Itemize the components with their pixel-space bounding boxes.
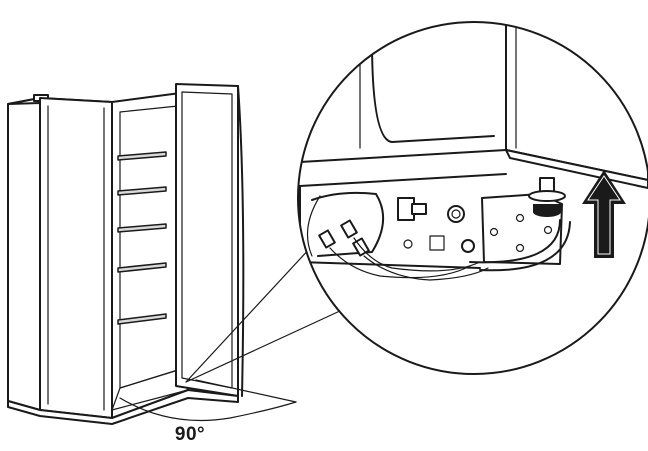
wire-connectors xyxy=(318,219,489,281)
door-swing-arc xyxy=(119,379,297,422)
shelves xyxy=(117,151,167,325)
angle-label: 90° xyxy=(174,424,206,445)
callout-lines xyxy=(185,245,369,383)
refrigerator-illustration xyxy=(7,83,245,425)
up-arrow-icon xyxy=(582,170,626,258)
